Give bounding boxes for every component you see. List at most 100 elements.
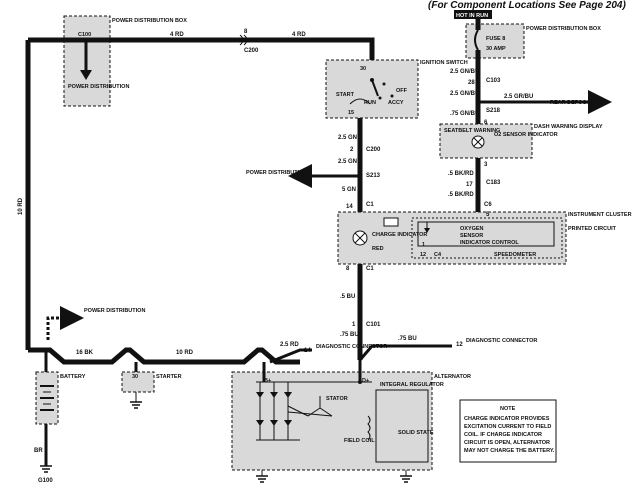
svg-text:12: 12 — [420, 252, 426, 258]
svg-text:INDICATOR CONTROL: INDICATOR CONTROL — [460, 240, 519, 246]
svg-text:SEATBELT WARNING: SEATBELT WARNING — [444, 128, 500, 134]
starter: STARTER 30 — [121, 371, 182, 393]
svg-text:C1: C1 — [366, 202, 374, 208]
svg-text:2.5 GN/BU: 2.5 GN/BU — [450, 69, 479, 75]
svg-text:SOLID STATE: SOLID STATE — [398, 430, 434, 436]
wire-top-4rd — [28, 37, 375, 60]
pdb-left-connector: C100 — [78, 32, 91, 38]
svg-text:2.5 GN/BU: 2.5 GN/BU — [450, 91, 479, 97]
svg-text:10 RD: 10 RD — [176, 350, 194, 356]
svg-text:SENSOR: SENSOR — [460, 233, 483, 239]
svg-text:FUSE 8: FUSE 8 — [486, 36, 505, 42]
alternator: ALTERNATOR B+ D+ STATOR INTEGRAL REGULAT… — [231, 371, 471, 471]
wire-bottom-bus — [28, 347, 300, 365]
svg-text:DIAGNOSTIC CONNECTOR: DIAGNOSTIC CONNECTOR — [316, 344, 387, 350]
pdb-left-title: POWER DISTRIBUTION BOX — [112, 18, 187, 24]
svg-text:14: 14 — [346, 204, 353, 210]
svg-text:S213: S213 — [366, 173, 381, 179]
svg-text:D+: D+ — [362, 378, 369, 384]
svg-text:5: 5 — [486, 212, 490, 218]
svg-text:G100: G100 — [38, 478, 53, 484]
label-rear-defogger: REAR DEFOGGER — [550, 100, 599, 106]
svg-text:2: 2 — [350, 147, 354, 153]
svg-text:2.5 GR/BU: 2.5 GR/BU — [504, 94, 533, 100]
svg-text:2.5 GN: 2.5 GN — [338, 159, 357, 165]
svg-text:OXYGEN: OXYGEN — [460, 226, 484, 232]
svg-text:.75 BU: .75 BU — [340, 332, 359, 338]
svg-text:12: 12 — [456, 342, 463, 348]
ignition-title: IGNITION SWITCH — [420, 60, 468, 66]
svg-text:SPEEDOMETER: SPEEDOMETER — [494, 252, 536, 258]
svg-text:16 BK: 16 BK — [76, 350, 94, 356]
svg-text:RED: RED — [372, 246, 384, 252]
svg-text:30: 30 — [132, 374, 138, 380]
svg-text:17: 17 — [466, 182, 473, 188]
svg-text:RUN: RUN — [364, 100, 376, 106]
svg-text:C6: C6 — [484, 202, 492, 208]
svg-text:EXCITATION CURRENT TO FIELD: EXCITATION CURRENT TO FIELD — [464, 424, 551, 430]
label-power-distribution-mid: POWER DISTRIBUTION — [246, 170, 307, 176]
label-left-10rd: 10 RD — [18, 197, 24, 215]
starter-title: STARTER — [156, 374, 182, 380]
svg-text:START: START — [336, 92, 355, 98]
svg-text:MAY NOT CHARGE THE BATTERY.: MAY NOT CHARGE THE BATTERY. — [464, 448, 555, 454]
starter-ground-icon — [130, 401, 142, 409]
svg-text:OFF: OFF — [396, 88, 408, 94]
svg-text:B+: B+ — [264, 378, 271, 384]
label-power-distribution-batt: POWER DISTRIBUTION — [84, 308, 145, 314]
svg-text:HOT IN RUN: HOT IN RUN — [456, 13, 488, 19]
stator-label: STATOR — [326, 396, 348, 402]
svg-text:C103: C103 — [486, 78, 501, 84]
svg-text:.5 BK/RD: .5 BK/RD — [448, 192, 474, 198]
svg-text:2.5 RD: 2.5 RD — [280, 342, 299, 348]
battery: BATTERY — [35, 371, 86, 425]
dash-title: DASH WARNING DISPLAY — [534, 124, 603, 130]
svg-text:C200: C200 — [366, 147, 381, 153]
label-c200-top: C200 — [244, 48, 259, 54]
svg-text:CIRCUIT IS OPEN, ALTERNATOR: CIRCUIT IS OPEN, ALTERNATOR — [464, 440, 550, 446]
svg-text:.5 BK/RD: .5 BK/RD — [448, 171, 474, 177]
svg-text:C101: C101 — [366, 322, 381, 328]
svg-text:COIL. IF CHARGE INDICATOR: COIL. IF CHARGE INDICATOR — [464, 432, 542, 438]
power-distribution-box-left: POWER DISTRIBUTION BOX C100 POWER DISTRI… — [63, 15, 187, 107]
svg-text:6: 6 — [484, 120, 488, 126]
svg-text:1: 1 — [422, 242, 425, 248]
svg-text:FIELD COIL: FIELD COIL — [344, 438, 375, 444]
svg-text:28: 28 — [468, 80, 475, 86]
svg-text:5 GN: 5 GN — [342, 187, 356, 193]
svg-text:30: 30 — [360, 66, 366, 72]
field-coil-icon — [367, 415, 371, 441]
svg-text:8: 8 — [346, 266, 350, 272]
page-header: (For Component Locations See Page 204) — [428, 0, 626, 11]
svg-text:.75 BU: .75 BU — [398, 336, 417, 342]
alternator-ground-icon — [256, 470, 412, 483]
svg-text:DIAGNOSTIC CONNECTOR: DIAGNOSTIC CONNECTOR — [466, 338, 537, 344]
svg-text:ACCY: ACCY — [388, 100, 404, 106]
note-box: NOTE CHARGE INDICATOR PROVIDES EXCITATIO… — [459, 399, 557, 463]
battery-symbol-icon — [383, 217, 399, 227]
stator-winding-icon — [287, 396, 333, 417]
battery-ground-icon — [40, 465, 52, 473]
ignition-switch: IGNITION SWITCH 30 START OFF RUN ACCY 15 — [325, 59, 468, 119]
svg-text:2.5 GN: 2.5 GN — [338, 135, 357, 141]
svg-text:O2 SENSOR INDICATOR: O2 SENSOR INDICATOR — [494, 132, 558, 138]
svg-text:CHARGE INDICATOR PROVIDES: CHARGE INDICATOR PROVIDES — [464, 416, 550, 422]
svg-text:14: 14 — [304, 348, 311, 354]
battery-title: BATTERY — [60, 374, 86, 380]
svg-text:PRINTED CIRCUIT: PRINTED CIRCUIT — [568, 226, 617, 232]
pdb-right-title: POWER DISTRIBUTION BOX — [526, 26, 601, 32]
svg-text:C4: C4 — [434, 252, 442, 258]
dash-warning-display: DASH WARNING DISPLAY SEATBELT WARNING O2… — [439, 123, 603, 159]
label-top-4rd-right: 4 RD — [292, 32, 306, 38]
cluster-title: INSTRUMENT CLUSTER — [568, 212, 632, 218]
fuse-icon — [474, 29, 479, 51]
battery-power-arrow-icon — [46, 306, 84, 340]
svg-text:.5 BU: .5 BU — [340, 294, 355, 300]
instrument-cluster: INSTRUMENT CLUSTER PRINTED CIRCUIT CHARG… — [337, 211, 632, 265]
svg-text:.75 GN/BU: .75 GN/BU — [450, 111, 479, 117]
svg-text:30 AMP: 30 AMP — [486, 46, 506, 52]
svg-text:15: 15 — [348, 110, 354, 116]
svg-text:C183: C183 — [486, 180, 501, 186]
wire-diagnostic-right — [358, 344, 452, 361]
